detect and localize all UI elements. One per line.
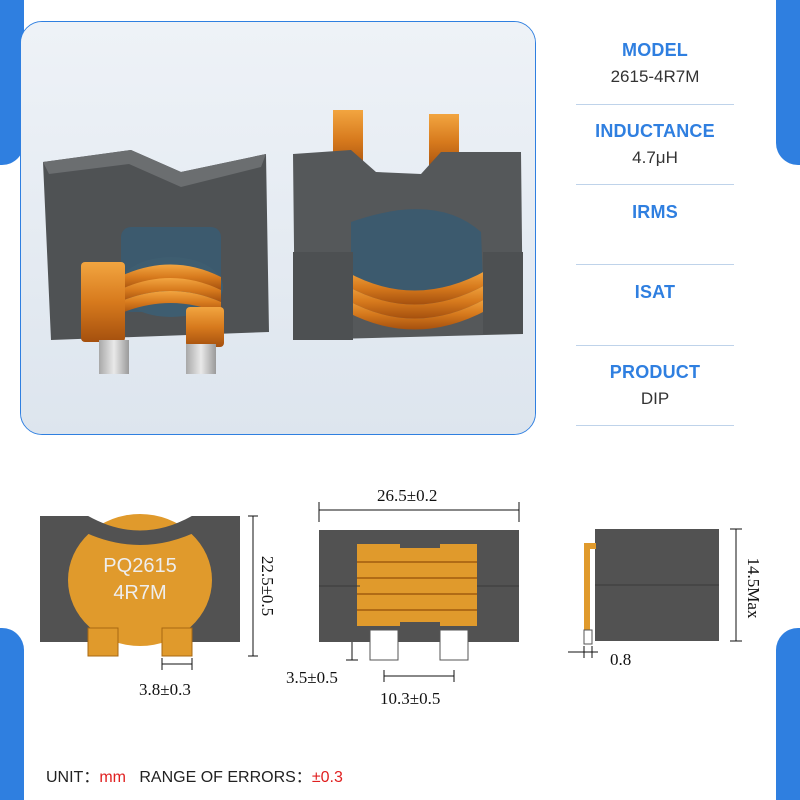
top-view <box>318 502 520 682</box>
unit-value: mm <box>99 769 126 786</box>
spec-model: MODEL 2615-4R7M <box>576 40 734 87</box>
right-top-tab <box>776 0 800 165</box>
spec-product: PRODUCT DIP <box>576 362 734 409</box>
errors-label: RANGE OF ERRORS： <box>139 769 312 786</box>
spec-divider <box>576 264 734 265</box>
inductance-label: INDUCTANCE <box>595 121 715 141</box>
max-height-dimension: 14.5Max <box>744 557 763 619</box>
model-value: 2615-4R7M <box>610 67 700 86</box>
pin-width-dimension: 3.8±0.3 <box>139 680 191 699</box>
left-bottom-tab <box>0 628 24 800</box>
spec-divider <box>576 345 734 346</box>
spec-divider <box>576 425 734 426</box>
left-inductor <box>43 150 269 374</box>
product-value: DIP <box>640 389 670 408</box>
irms-label: IRMS <box>632 202 678 222</box>
inductor-photo-illustration <box>21 22 535 434</box>
marking-line-2: 4R7M <box>113 582 167 604</box>
footer-note: UNIT：mm RANGE OF ERRORS：±0.3 <box>46 763 343 787</box>
pin-length-dimension: 3.5±0.5 <box>286 668 338 687</box>
model-label: MODEL <box>622 40 688 60</box>
spec-irms: IRMS <box>576 202 734 229</box>
errors-value: ±0.3 <box>311 769 343 786</box>
spec-isat: ISAT <box>576 282 734 309</box>
side-view <box>568 528 742 658</box>
spec-inductance: INDUCTANCE 4.7μH <box>576 121 734 168</box>
product-photo <box>20 21 536 435</box>
length-dimension: 26.5±0.2 <box>377 486 438 505</box>
spec-divider <box>576 184 734 185</box>
height-dimension: 22.5±0.5 <box>258 555 277 617</box>
right-bottom-tab <box>776 628 800 800</box>
pin-spacing-dimension: 10.3±0.5 <box>380 689 441 708</box>
unit-label: UNIT： <box>46 769 100 786</box>
spec-divider <box>576 104 734 105</box>
product-label: PRODUCT <box>609 362 701 382</box>
inductance-value: 4.7μH <box>632 148 678 167</box>
isat-label: ISAT <box>634 282 676 302</box>
pin-thickness-dimension: 0.8 <box>610 650 632 669</box>
marking-line-1: PQ2615 <box>103 555 177 577</box>
right-inductor <box>293 110 523 340</box>
